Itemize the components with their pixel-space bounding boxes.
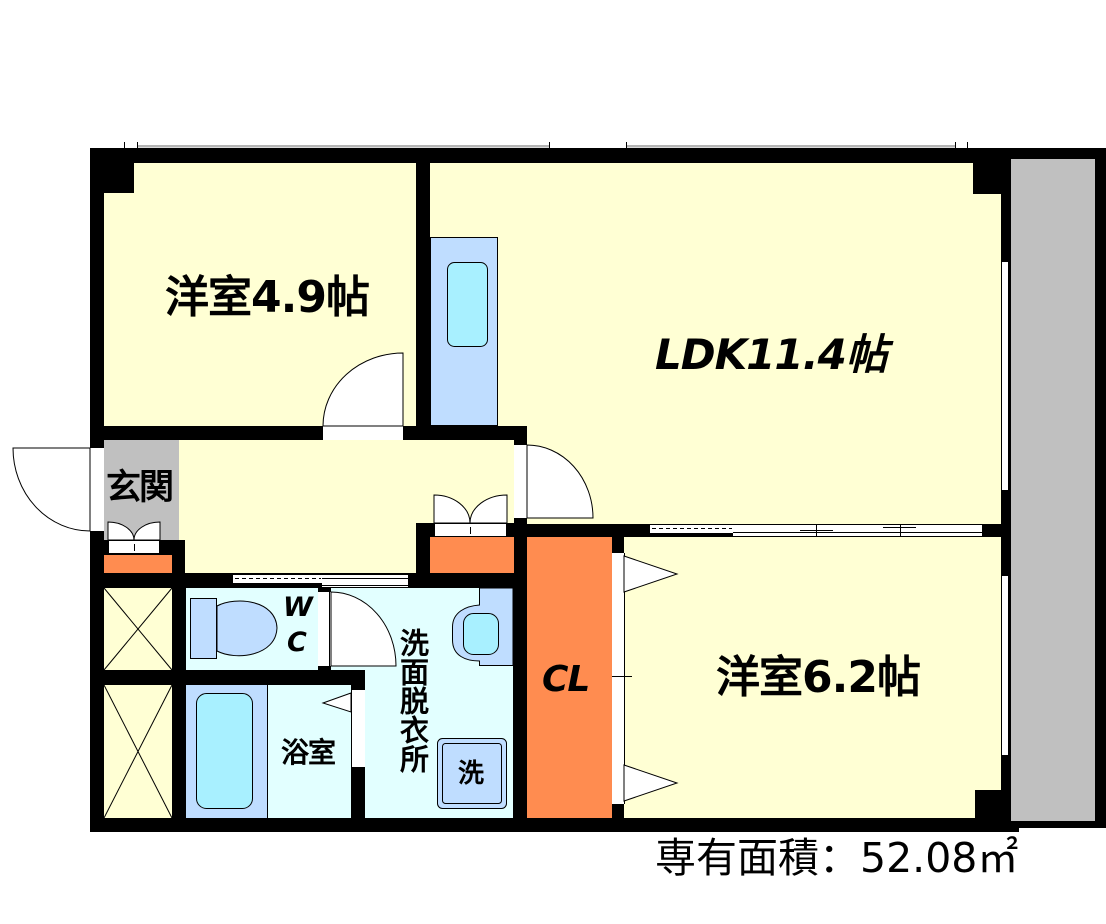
toilet-tank-icon — [190, 598, 217, 659]
exterior-line-right — [626, 145, 955, 148]
exterior-window-lines — [124, 142, 968, 148]
closet — [527, 537, 612, 818]
ldk-floor-lower — [527, 426, 1001, 524]
western-room-large — [604, 537, 1008, 818]
folding-door-icon — [623, 555, 679, 593]
folding-door-icon — [623, 764, 679, 802]
room-label-western-room-large: 洋室6.2帖 — [716, 652, 921, 703]
refrigerator-icon — [447, 262, 488, 347]
window — [1002, 262, 1008, 490]
structural-column — [104, 163, 134, 193]
closet-door-opening — [612, 553, 624, 804]
room-label-entrance: 玄関 — [106, 468, 174, 508]
door-opening — [514, 445, 527, 518]
door-swing-icon — [469, 494, 508, 524]
room-label-washroom: 洗面脱衣所 — [395, 628, 430, 773]
floor-area-unit: ㎡ — [977, 834, 1019, 882]
room-label-bathroom: 浴室 — [281, 736, 336, 769]
floor-area-label: 専有面積 — [655, 834, 819, 882]
hallway-floor — [185, 540, 416, 573]
structural-column — [973, 163, 1001, 194]
cross-mark — [103, 587, 173, 671]
hallway-floor — [179, 523, 416, 540]
door-swing-icon — [322, 352, 404, 427]
door-opening — [318, 592, 331, 666]
shoe-closet — [104, 555, 172, 573]
window — [1002, 576, 1008, 755]
toilet-bowl-icon — [216, 600, 278, 657]
room-label-toilet-w: W — [283, 592, 313, 623]
floor-area-value: 52.08 — [860, 834, 978, 882]
washbasin-icon — [463, 613, 499, 655]
western-room-small — [104, 163, 416, 440]
storage-spaces — [103, 587, 173, 819]
toilet-room — [186, 588, 397, 670]
sliding-door-panel — [233, 583, 322, 587]
entrance-hallway — [12, 440, 514, 587]
folding-door-icon — [321, 692, 352, 713]
door-opening — [323, 426, 403, 440]
structural-column — [975, 790, 1001, 818]
bathtub-icon — [196, 693, 253, 809]
bathroom — [186, 685, 365, 818]
hallway-closet — [430, 537, 514, 573]
exterior-line-left — [137, 145, 549, 148]
room-label-closet: CL — [542, 659, 590, 700]
room-label-western-room-small: 洋室4.9帖 — [165, 272, 370, 323]
floor-area-summary: 専有面積：52.08㎡ — [655, 838, 1018, 879]
room-label-toilet-c: C — [287, 627, 307, 658]
door-swing-icon — [330, 591, 397, 667]
front-door-swing-icon — [12, 447, 91, 532]
floor-area-separator: ： — [819, 834, 860, 882]
door-opening — [351, 690, 365, 767]
cross-mark — [103, 684, 173, 819]
sliding-door-panel — [650, 533, 733, 537]
ldk — [430, 163, 1008, 524]
sliding-door-ldk — [650, 524, 982, 537]
balcony — [1011, 159, 1095, 821]
ldk-floor-upper — [430, 163, 1001, 426]
washing-machine-label: 洗 — [458, 759, 485, 789]
washing-machine-icon — [442, 743, 502, 804]
door-swing-icon — [526, 444, 594, 519]
western-room-large-floor — [624, 537, 1001, 818]
front-door-opening — [90, 448, 104, 531]
door-swing-icon — [133, 521, 161, 541]
room-label-ldk: LDK11.4帖 — [655, 330, 888, 379]
